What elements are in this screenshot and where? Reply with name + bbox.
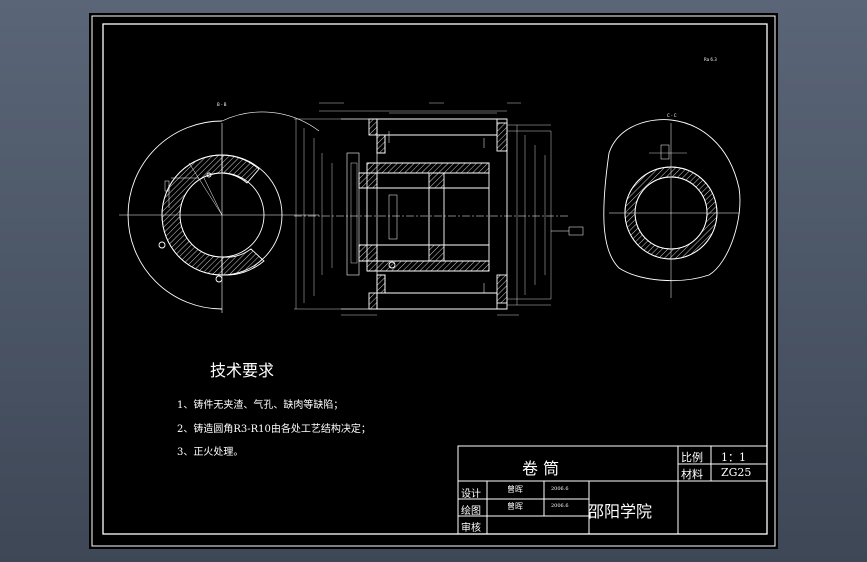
material-label: 材料	[681, 468, 703, 481]
material-value: ZG25	[721, 466, 752, 479]
main-section-view	[294, 102, 584, 316]
requirement-2: 2、铸造圆角R3-R10由各处工艺结构决定；	[177, 424, 371, 435]
section-label-b: B - B	[217, 102, 227, 107]
drawing-label: 绘图	[461, 506, 481, 517]
section-view-c	[603, 119, 741, 298]
drawing-sheet: B - B C - C Ra 6.3 技术要求 1、铸件无夹渣、气孔、缺肉等缺陷…	[89, 13, 778, 549]
review-label: 审核	[461, 523, 481, 534]
tech-requirements-title: 技术要求	[210, 361, 275, 380]
section-label-c: C - C	[667, 113, 677, 118]
drafter-name: 曾晖	[507, 502, 523, 511]
design-date: 2006.6	[551, 486, 569, 492]
scale-label: 比例	[681, 451, 703, 464]
designer-name: 曾晖	[507, 485, 523, 494]
institution-name: 邵阳学院	[588, 502, 653, 521]
cad-drawing	[91, 15, 776, 547]
title-block	[457, 445, 768, 535]
requirement-3: 3、正火处理。	[177, 447, 244, 458]
design-label: 设计	[461, 489, 481, 500]
scale-value: 1：1	[721, 451, 746, 464]
requirement-1: 1、铸件无夹渣、气孔、缺肉等缺陷；	[177, 400, 344, 411]
section-view-b	[119, 111, 320, 313]
inner-border	[102, 23, 768, 535]
part-name: 卷 筒	[522, 459, 560, 478]
roughness-note: Ra 6.3	[704, 57, 717, 62]
outer-border	[91, 15, 776, 547]
drawing-date: 2006.6	[551, 503, 569, 509]
